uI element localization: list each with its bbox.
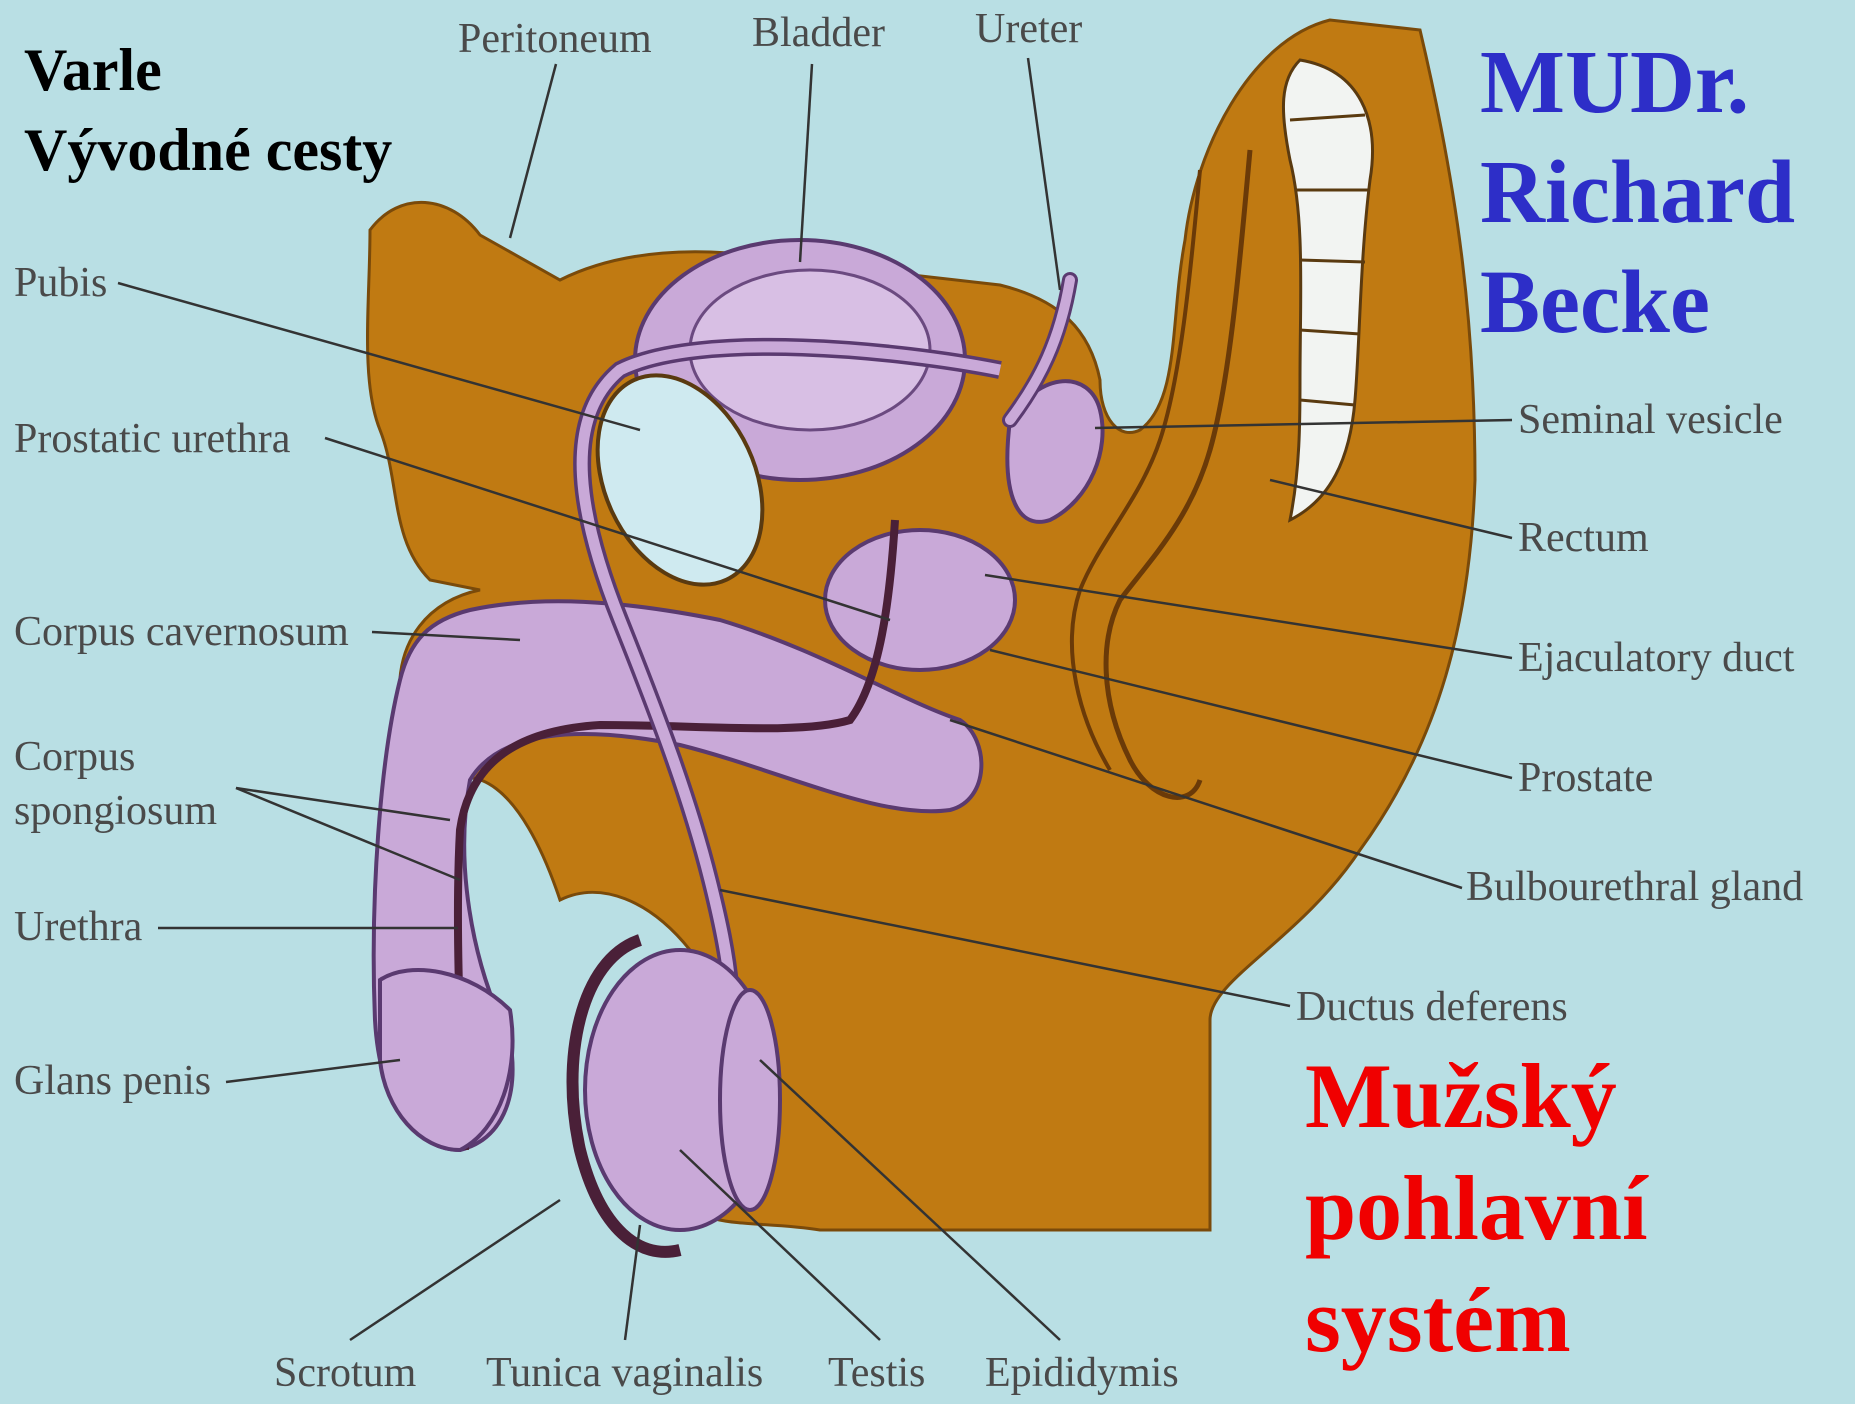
author-line-3: Becke <box>1480 248 1795 358</box>
label-prostatic-urethra: Prostatic urethra <box>14 416 291 462</box>
leader-peritoneum <box>510 64 556 238</box>
label-corpus-spongiosum-line1: Corpus <box>14 734 135 780</box>
leader-glans-penis <box>226 1060 400 1082</box>
slide-title: Mužský pohlavní systém <box>1305 1040 1648 1376</box>
author-line-1: MUDr. <box>1480 28 1795 138</box>
prostate-shape <box>825 530 1015 670</box>
label-testis: Testis <box>828 1350 925 1396</box>
label-glans-penis: Glans penis <box>14 1058 211 1104</box>
title-line-3: systém <box>1305 1264 1648 1376</box>
label-seminal-vesicle: Seminal vesicle <box>1518 397 1783 443</box>
label-ductus-deferens: Ductus deferens <box>1296 984 1568 1030</box>
prostate-organ <box>825 530 1015 670</box>
label-prostate: Prostate <box>1518 755 1653 801</box>
label-tunica-vaginalis: Tunica vaginalis <box>486 1350 763 1396</box>
label-scrotum: Scrotum <box>274 1350 417 1396</box>
label-urethra: Urethra <box>14 904 143 950</box>
epididymis-shape <box>720 990 780 1210</box>
leader-scrotum <box>350 1200 560 1340</box>
topic-line-1: Varle <box>24 30 392 110</box>
label-epididymis: Epididymis <box>985 1350 1179 1396</box>
label-peritoneum: Peritoneum <box>458 16 652 62</box>
title-line-2: pohlavní <box>1305 1152 1648 1264</box>
label-bulbourethral-gland: Bulbourethral gland <box>1466 864 1803 910</box>
label-ureter: Ureter <box>975 6 1082 52</box>
author-line-2: Richard <box>1480 138 1795 248</box>
title-line-1: Mužský <box>1305 1040 1648 1152</box>
label-rectum: Rectum <box>1518 515 1649 561</box>
slide-topic: Varle Výv​odné cesty <box>24 30 392 190</box>
leader-bladder <box>800 64 812 262</box>
label-bladder: Bladder <box>752 10 885 56</box>
slide-author: MUDr. Richard Becke <box>1480 28 1795 358</box>
label-ejaculatory-duct: Ejaculatory duct <box>1518 635 1795 681</box>
label-corpus-spongiosum-line2: spongiosum <box>14 788 217 834</box>
label-corpus-cavernosum: Corpus cavernosum <box>14 609 349 655</box>
topic-line-2: Výv​odné cesty <box>24 110 392 190</box>
label-pubis: Pubis <box>14 260 107 306</box>
leader-ureter <box>1028 58 1060 290</box>
